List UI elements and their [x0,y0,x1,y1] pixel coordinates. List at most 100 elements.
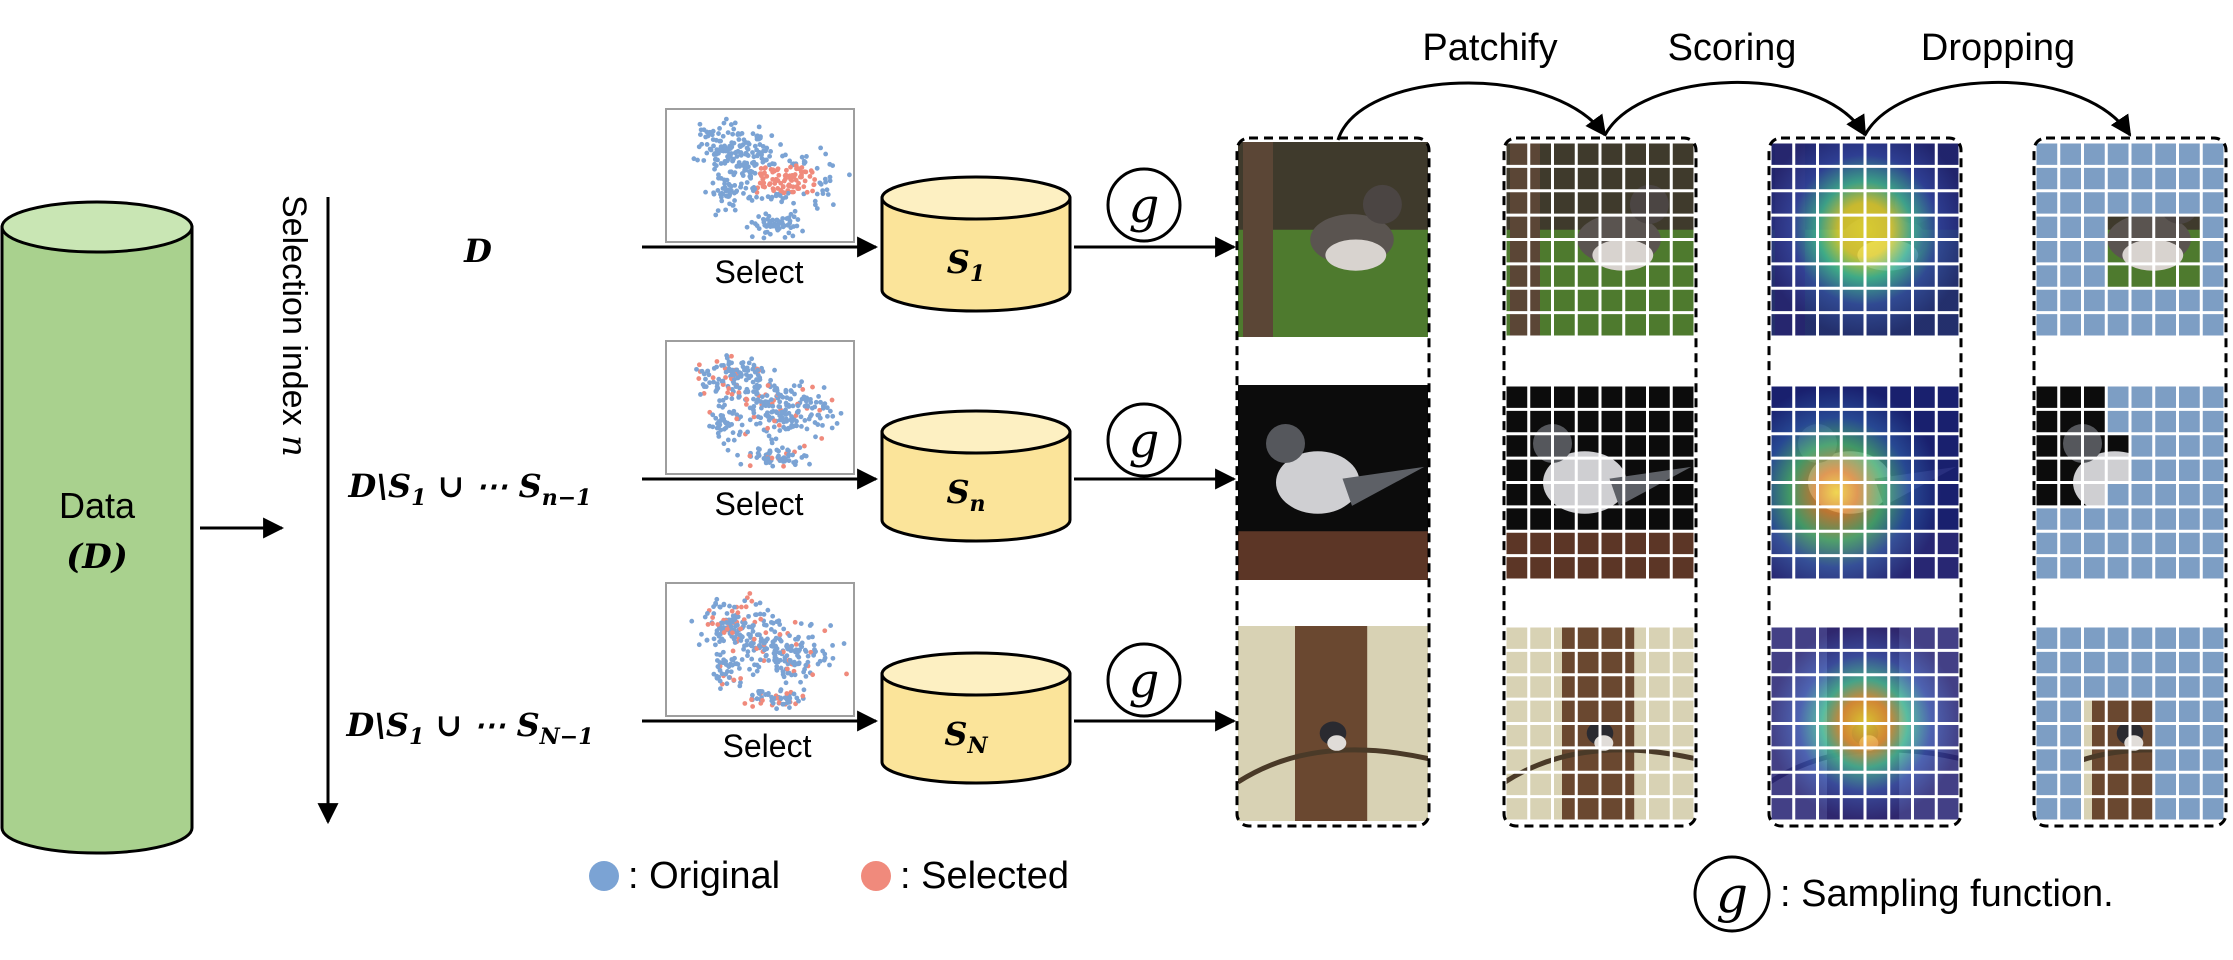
scatter-point [763,399,768,404]
scatter-point [827,178,833,184]
scatter-point [785,645,790,651]
dropped-patch [2058,650,2083,675]
image-patchify-row-2 [1505,385,1695,580]
scatter-point [749,697,754,703]
scatter-point [788,388,794,393]
scatter-point [706,372,712,378]
scatter-point [786,453,791,459]
scatter-point [763,165,768,171]
scatter-point [718,686,723,692]
dropped-patch [2177,699,2202,724]
scatter-point [728,122,734,127]
dropped-patch [2106,555,2130,580]
scatter-point [770,169,776,175]
scatter-point [736,390,742,395]
scatter-point [784,691,790,696]
scatter-point [794,184,800,190]
dropped-patch [2177,142,2202,167]
scatter-point [781,626,787,632]
scatter-point [710,137,716,142]
scatter-point [720,133,726,139]
dropped-patch [2201,674,2225,700]
scatter-point [714,359,720,364]
scatter-point [775,186,781,191]
dropped-patch [2177,288,2202,313]
scatter-point [795,636,801,642]
legend-selected-marker [861,861,891,891]
scatter-point [703,189,708,195]
scatter-point [739,604,744,610]
sampling-function-g-N [1106,642,1182,718]
dropped-patch [2177,650,2202,675]
scatter-point [757,420,763,426]
dropped-patch [2201,531,2225,556]
scatter-point [764,393,770,398]
scatter-point [738,680,743,685]
scatter-point [704,637,710,643]
image-scoring-row-1 [1770,142,1960,337]
scatter-point [809,169,815,175]
scatter-point [771,424,777,430]
scatter-point [798,169,804,175]
scatter-point [699,368,705,374]
scatter-point [721,120,727,126]
dropped-patch [2201,215,2225,240]
scatter-point [728,669,734,675]
dropped-patch [2035,699,2059,724]
row-N: D\S1 ∪ ⋯ SN−1 Select SN g [345,582,1237,785]
scatter-point [774,387,780,393]
scatter-point [724,611,730,616]
scatter-point [718,194,724,200]
scatter-point [732,640,738,645]
scatter-point [804,189,810,195]
subset-cylinder-N [880,651,1072,785]
scatter-point [730,613,736,619]
scatter-point [749,356,755,362]
scatter-point [701,158,707,163]
sampling-function-symbol-1: g [1129,178,1160,234]
legend-sampling-function-symbol: g [1716,866,1748,924]
scatter-point [738,151,743,157]
dropped-patch [2058,190,2083,216]
dropped-patch [2201,190,2225,216]
dropped-patch [2106,626,2130,651]
scatter-point [766,451,772,456]
scatter-point [705,611,710,616]
legend-selected-label: : Selected [900,855,1069,897]
scatter-point [749,219,755,225]
scatter-point [786,670,792,676]
scatter-point [822,628,828,634]
scatter-point [781,178,787,184]
scatter-point [719,363,724,368]
scatter-point [720,404,726,410]
dropped-patch [2201,239,2225,264]
dropped-patch [2201,312,2225,337]
scatter-point [727,621,733,627]
scatter-point [743,604,749,610]
scatter-point [713,163,719,169]
scatter-point [827,408,833,414]
dropped-patch [2058,699,2083,724]
scatter-point [719,671,725,677]
scatter-point [724,626,730,632]
scatter-point [743,372,749,377]
scatter-point [717,604,723,610]
scatter-point [825,413,830,419]
scatter-point [777,458,783,464]
scatter-point [782,235,788,240]
scatter-point [811,642,817,648]
dropped-patch [2130,288,2154,313]
scatter-point [754,147,760,153]
scatter-point [809,412,814,418]
image-pipeline-grid [1235,136,2228,828]
dropped-patch [2082,650,2107,675]
legend-original-marker [589,861,619,891]
scatter-point [795,649,801,655]
scatter-point [717,422,723,428]
scatter-point [749,198,755,203]
scatter-point [731,380,737,386]
dropped-patch [2177,531,2202,556]
scatter-point [735,132,741,137]
scatter-point [745,140,751,146]
dropped-patch [2153,772,2178,797]
